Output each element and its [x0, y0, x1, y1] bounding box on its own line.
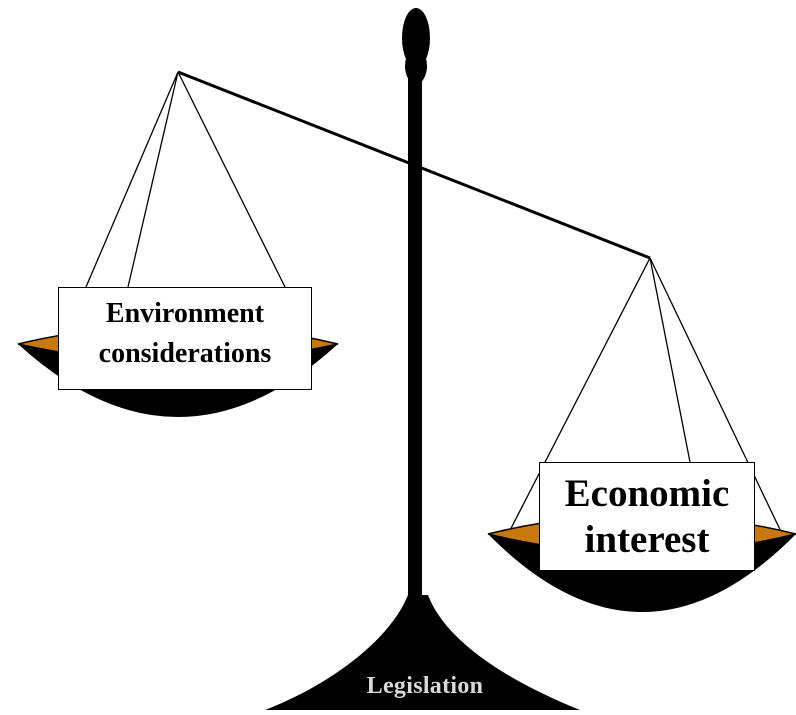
right-label-line-1: Economic [564, 472, 730, 515]
scale-pillar [408, 60, 422, 600]
legislation-label: Legislation [366, 673, 484, 699]
right-label-line-2: interest [584, 518, 710, 561]
right-pan-strings [504, 257, 786, 541]
scale-finial-bottom [405, 48, 427, 84]
left-label-line-1: Environment [105, 298, 265, 329]
left-label-line-2: considerations [98, 338, 272, 369]
balance-beam [177, 70, 651, 260]
scale-base [265, 595, 580, 710]
left-pan-strings [85, 71, 286, 288]
environment-considerations-label: Environment considerations [58, 287, 312, 390]
economic-interest-label: Economic interest [539, 462, 755, 571]
